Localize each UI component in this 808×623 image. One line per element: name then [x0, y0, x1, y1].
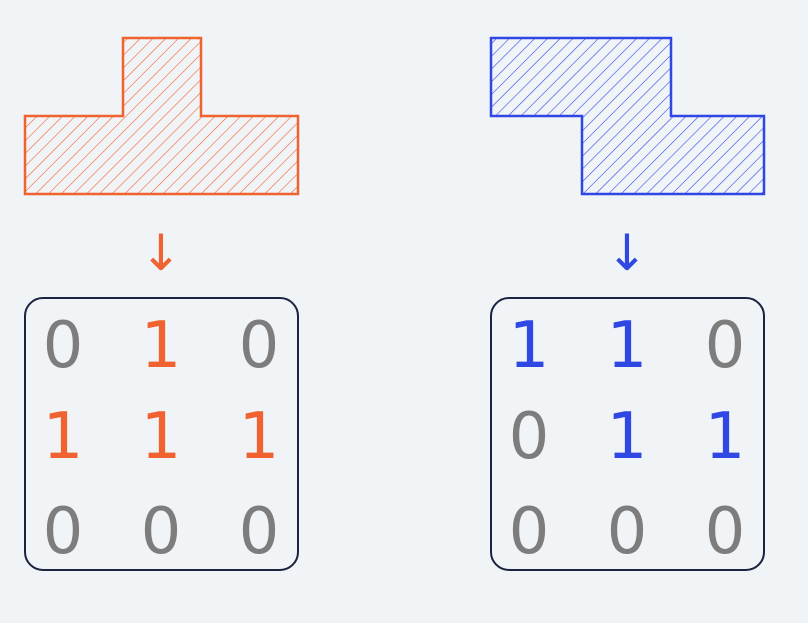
z-matrix-cell: 1 [607, 400, 648, 474]
t-piece-group: ↓ 0 1 0 1 1 1 0 0 0 [23, 36, 300, 571]
z-piece-group: ↓ 1 1 0 0 1 1 0 0 0 [489, 36, 766, 571]
t-matrix-cell: 0 [43, 309, 84, 383]
z-down-arrow-icon: ↓ [606, 224, 648, 282]
t-tetromino-shape [23, 36, 300, 196]
t-matrix-cell: 1 [239, 400, 280, 474]
z-matrix-cell: 1 [607, 309, 648, 383]
z-matrix-cell: 0 [607, 495, 648, 569]
z-matrix-frame [490, 297, 765, 571]
t-matrix-cell: 0 [43, 495, 84, 569]
t-matrix-cell: 1 [43, 400, 84, 474]
t-down-arrow-icon: ↓ [140, 224, 182, 282]
z-matrix-cell: 0 [705, 495, 746, 569]
z-tetromino-shape [489, 36, 766, 196]
z-matrix-cells: 1 1 0 0 1 1 0 0 0 [509, 309, 746, 569]
t-matrix-cells: 0 1 0 1 1 1 0 0 0 [43, 309, 280, 569]
t-matrix-cell: 1 [141, 309, 182, 383]
t-matrix-cell: 0 [239, 309, 280, 383]
t-matrix-cell: 0 [239, 495, 280, 569]
z-matrix-cell: 1 [509, 309, 550, 383]
t-matrix-cell: 0 [141, 495, 182, 569]
t-matrix-frame [24, 297, 299, 571]
z-matrix-cell: 0 [705, 309, 746, 383]
z-matrix-cell: 0 [509, 400, 550, 474]
z-matrix-cell: 0 [509, 495, 550, 569]
z-matrix-cell: 1 [705, 400, 746, 474]
t-matrix-cell: 1 [141, 400, 182, 474]
